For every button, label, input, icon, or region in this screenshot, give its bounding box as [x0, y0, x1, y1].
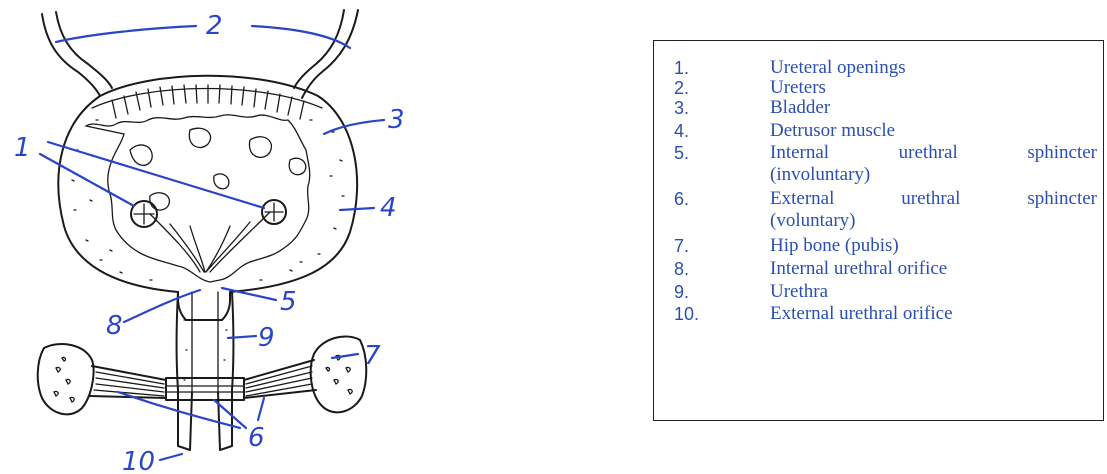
legend-label: External urethral sphincter	[770, 189, 1097, 209]
legend-number: 7.	[674, 236, 689, 256]
legend-label: Internal urethral orifice	[770, 259, 1097, 279]
leader-9	[228, 336, 256, 338]
legend-number: 5.	[674, 143, 689, 163]
bladder-diagram: 2 1 3 4 5 8 9 7 6 10	[0, 0, 500, 474]
legend-label-line2: (involuntary)	[770, 165, 1097, 185]
leader-1-b	[48, 142, 264, 208]
leader-6-c	[258, 398, 264, 420]
callout-2: 2	[206, 11, 223, 41]
legend-number: 6.	[674, 189, 689, 209]
callout-9: 9	[258, 323, 275, 353]
callout-6: 6	[248, 423, 265, 453]
callout-lines	[40, 26, 384, 460]
callout-3: 3	[388, 105, 405, 135]
legend-label: Ureters	[770, 78, 1097, 98]
leader-10	[160, 454, 182, 460]
hip-bones-drawing	[38, 336, 367, 414]
legend-number: 4.	[674, 121, 689, 141]
legend-box: 1. Ureteral openings 2. Ureters 3. Bladd…	[653, 40, 1104, 421]
legend-item-external-urethral-sphincter: 6. External urethral sphincter (voluntar…	[654, 189, 1099, 233]
leader-4	[340, 208, 374, 210]
legend-number: 3.	[674, 98, 689, 118]
legend-label: Detrusor muscle	[770, 121, 1097, 141]
leader-1-a	[40, 154, 134, 206]
legend-item-internal-urethral-sphincter: 5. Internal urethral sphincter (involunt…	[654, 143, 1099, 187]
legend-label: Bladder	[770, 98, 1097, 118]
leader-8	[124, 290, 200, 322]
legend-label: Internal urethral sphincter	[770, 143, 1097, 163]
legend-number: 2.	[674, 78, 689, 98]
legend-number: 9.	[674, 282, 689, 302]
legend-label-line2: (voluntary)	[770, 211, 1097, 231]
callout-4: 4	[380, 193, 397, 223]
legend-label: Ureteral openings	[770, 58, 1097, 78]
callout-5: 5	[280, 287, 297, 317]
legend-label: Hip bone (pubis)	[770, 236, 1097, 256]
ureters-drawing	[42, 10, 358, 98]
legend-number: 1.	[674, 58, 689, 78]
legend-label: Urethra	[770, 282, 1097, 302]
leader-2-left	[56, 26, 196, 42]
callout-8: 8	[106, 311, 123, 341]
bladder-drawing	[58, 76, 357, 320]
legend-label: External urethral orifice	[770, 304, 1097, 324]
callout-7: 7	[364, 341, 381, 371]
legend-number: 8.	[674, 259, 689, 279]
callout-1: 1	[14, 133, 31, 163]
legend-number: 10.	[674, 304, 699, 324]
callout-10: 10	[122, 447, 155, 474]
